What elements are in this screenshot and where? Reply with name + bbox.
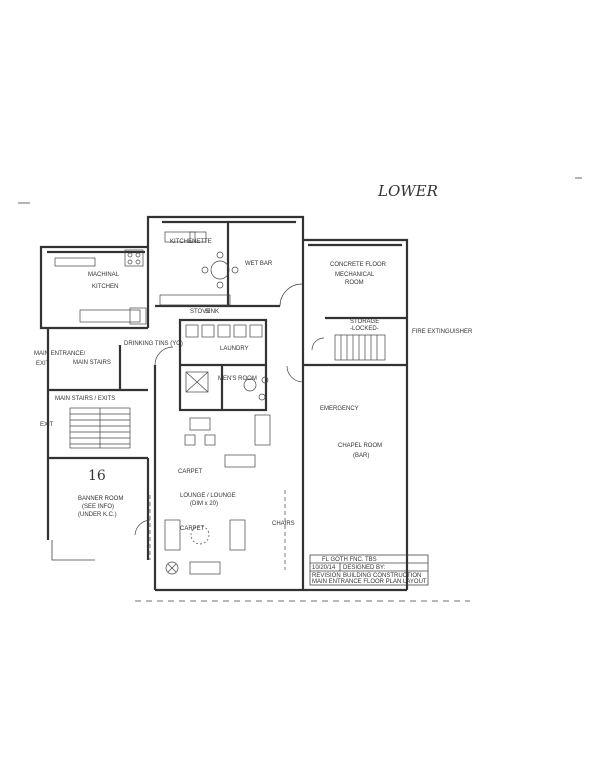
title-block-line2: DESIGNED BY: [343,565,386,571]
title-block-line4: MAIN ENTRANCE FLOOR PLAN LAYOUT [312,579,427,585]
kitchenette-label: KITCHENETTE [170,239,212,245]
chairs-label: CHAIRS [272,521,295,527]
cabinet-label: STOVE [190,309,210,315]
banner-room-label: BANNER ROOM [78,496,123,502]
main-stairs-label: MAIN STAIRS [73,360,111,366]
drinking-tins-label: DRINKING TINS (YO) [124,341,183,347]
page-title: LOWER [377,182,438,200]
mechanical-label: MECHANICAL [335,272,375,278]
emergency-label: EMERGENCY [320,406,359,412]
title-block-scale: REVISION [312,573,341,579]
title-block: FL GOTH FNC. TBS 10/20/14 DESIGNED BY: R… [309,554,429,586]
carpet-label-1: CARPET [178,469,203,475]
lounge-sub-label: (DIM x 20) [190,501,218,507]
carpet-label-2: CARPET [180,526,205,532]
banner-sub2-label: (UNDER K.C.) [78,512,117,518]
kitchenette-fixtures [159,231,303,307]
title-block-date: 10/20/14 [312,565,336,571]
room-number-label: 16 [88,468,106,484]
fire-extinguisher-label: FIRE EXTINGUISHER [412,329,473,335]
scan-marks [18,177,582,602]
main-entrance-sub-label: EXIT [36,361,50,367]
banner-sub-label: (SEE INFO) [82,504,114,510]
laundry-fixtures [185,324,269,401]
lounge-furniture [149,414,286,575]
main-kitchen-label: MACHINAL [88,272,120,278]
mechanical-note-label: CONCRETE FLOOR [330,262,387,268]
mechanical-sub-label: ROOM [345,280,364,286]
interior-walls [48,222,407,590]
mens-room-label: MEN'S ROOM [218,376,257,382]
stairs [69,334,386,449]
main-entrance-label: MAIN ENTRANCE/ [34,351,86,357]
laundry-label: LAUNDRY [220,346,249,352]
chapel-sub-label: (BAR) [353,453,369,459]
lounge-label: LOUNGE / LOUNGE [180,493,236,499]
main-stairs-sub-label: MAIN STAIRS / EXITS [55,396,115,402]
room-labels: KITCHENETTE WET BAR MACHINAL KITCHEN CON… [34,239,473,532]
sink-label: SINK [205,309,219,315]
title-block-line1: FL GOTH FNC. TBS [322,557,377,563]
doors [134,337,325,536]
storage-label: STORAGE [350,319,379,325]
main-kitchen-sub-label: KITCHEN [92,284,118,290]
kitchen-fixtures [54,249,147,325]
dining-table [210,260,230,280]
storage-sub-label: -LOCKED- [350,326,379,332]
title-block-line3: BUILDING CONSTRUCTION [343,573,421,579]
exit-label: EXIT [40,422,54,428]
chapel-room-label: CHAPEL ROOM [338,443,382,449]
kitchenette-sub-label: WET BAR [245,261,273,267]
